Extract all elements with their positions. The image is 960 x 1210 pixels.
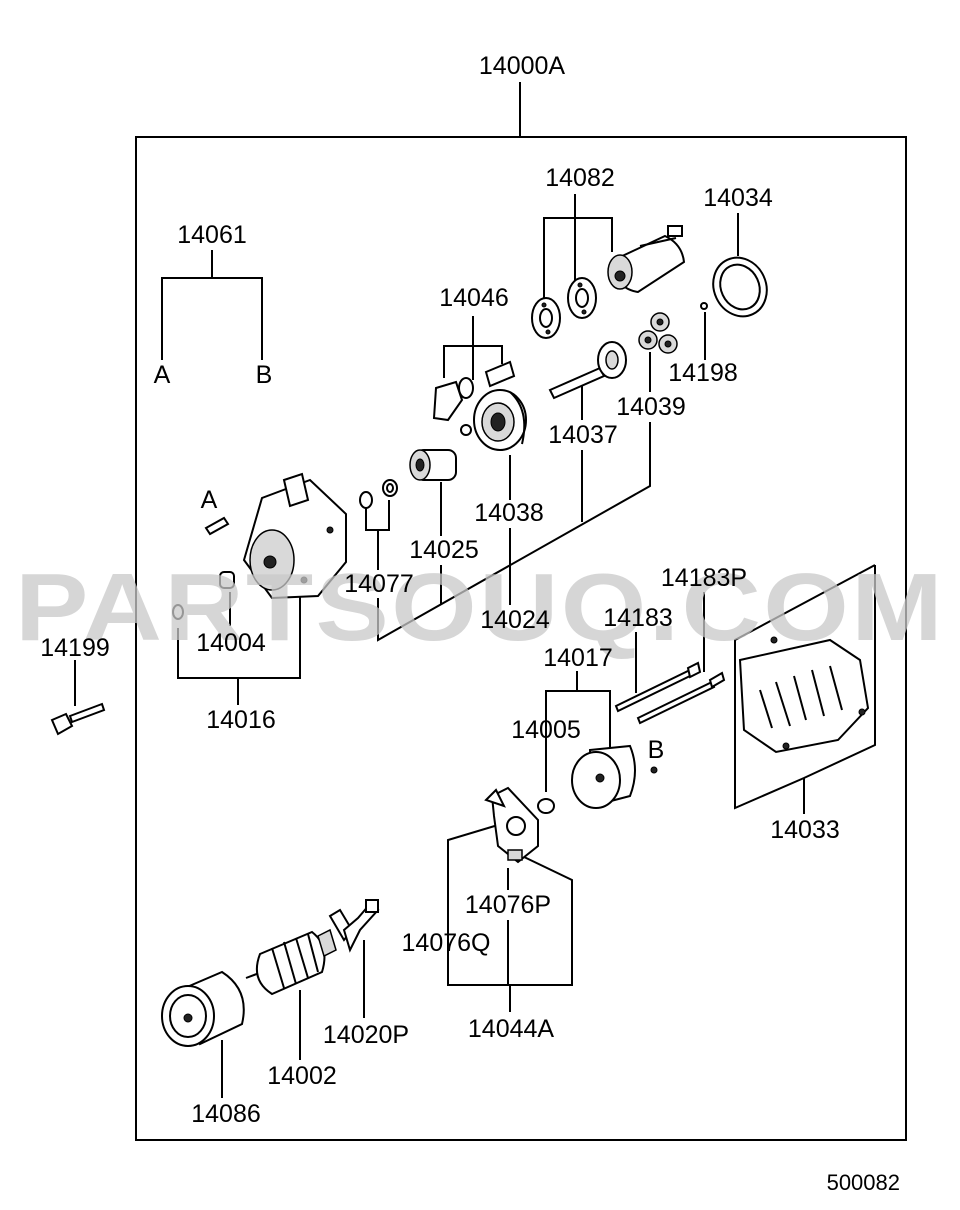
part-label-14199[interactable]: 14199: [40, 634, 110, 662]
washer-drawing: [172, 604, 184, 620]
ring-set-drawing: [359, 479, 398, 509]
watermark-text: PARTSOUQ.COM: [15, 554, 945, 661]
part-label-14016[interactable]: 14016: [206, 706, 276, 734]
part-label-14076p[interactable]: 14076P: [465, 891, 551, 919]
part-label-14004[interactable]: 14004: [196, 629, 266, 657]
brush-holder-drawing: [484, 786, 539, 864]
part-label-14025[interactable]: 14025: [409, 536, 479, 564]
bolt-a-drawing: [204, 516, 230, 536]
part-label-14198[interactable]: 14198: [668, 359, 738, 387]
overrunning-clutch-drawing: [409, 449, 457, 481]
part-label-14046[interactable]: 14046: [439, 284, 509, 312]
part-label-14033[interactable]: 14033: [770, 816, 840, 844]
part-label-14044a[interactable]: 14044A: [468, 1015, 555, 1043]
leader-lines: [74, 194, 876, 1098]
lever-set-drawing: [432, 360, 516, 436]
solenoid-switch-drawing: [531, 225, 686, 339]
figure-code-label: 500082: [827, 1170, 900, 1195]
ref-letter-b: B: [256, 361, 273, 389]
part-label-14076q[interactable]: 14076Q: [402, 929, 491, 957]
yoke-drawing: [161, 970, 245, 1047]
part-label-14183p[interactable]: 14183P: [661, 564, 747, 592]
part-label-14183[interactable]: 14183: [603, 604, 673, 632]
part-label-14038[interactable]: 14038: [474, 499, 544, 527]
part-label-14020p[interactable]: 14020P: [323, 1021, 409, 1049]
bushing-drawing: [219, 571, 235, 589]
nut-b-drawing: [650, 766, 658, 774]
rear-bracket-drawing: [537, 744, 636, 814]
part-label-14082[interactable]: 14082: [545, 164, 615, 192]
pinion-shaft-drawing: [548, 341, 627, 400]
part-label-14077[interactable]: 14077: [344, 570, 414, 598]
part-label-14061[interactable]: 14061: [177, 221, 247, 249]
gasket-ring-drawing: [712, 256, 768, 318]
part-label-14017[interactable]: 14017: [543, 644, 613, 672]
ref-letter-a-bolt: A: [201, 486, 218, 514]
through-bolts-drawing: [614, 661, 726, 725]
steel-ball-drawing: [700, 302, 708, 310]
brush-set-drawing: [328, 899, 380, 953]
part-label-14037[interactable]: 14037: [548, 421, 618, 449]
part-label-14086[interactable]: 14086: [191, 1100, 261, 1128]
part-label-14024[interactable]: 14024: [480, 606, 550, 634]
ref-letter-a: A: [154, 361, 171, 389]
part-label-14034[interactable]: 14034: [703, 184, 773, 212]
part-label-14002[interactable]: 14002: [267, 1062, 337, 1090]
through-bolt-drawing: [50, 702, 106, 736]
planetary-gear-drawing: [638, 312, 678, 354]
part-label-14039[interactable]: 14039: [616, 393, 686, 421]
ref-letter-b-nut: B: [648, 736, 665, 764]
internal-gear-housing-drawing: [473, 389, 527, 451]
front-bracket-drawing: [242, 472, 347, 600]
assembly-code-label: 14000A: [479, 52, 566, 80]
armature-drawing: [245, 928, 337, 996]
part-label-14005[interactable]: 14005: [511, 716, 581, 744]
cover-plate-drawing: [738, 636, 870, 754]
